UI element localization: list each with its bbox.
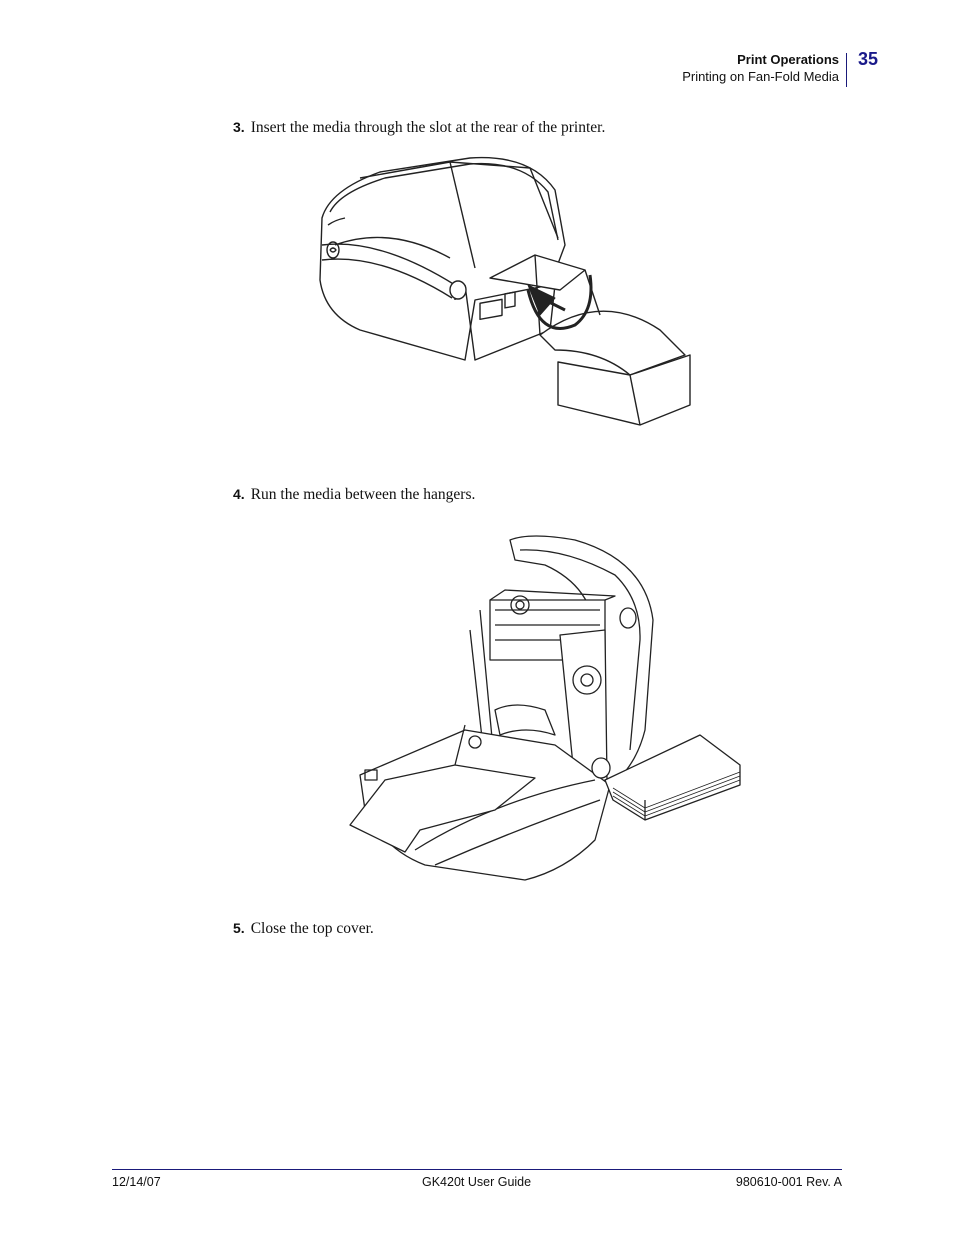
step-text: Close the top cover. (250, 920, 374, 937)
header-section-title: Print Operations (737, 52, 839, 67)
header-divider (846, 53, 847, 87)
footer-divider (112, 1169, 842, 1170)
step-number: 5. (233, 920, 245, 936)
running-header: Print Operations Printing on Fan-Fold Me… (682, 52, 839, 85)
footer-guide-title: GK420t User Guide (422, 1175, 532, 1189)
footer-document-number: 980610-001 Rev. A (735, 1175, 842, 1189)
step-3: 3. Insert the media through the slot at t… (233, 119, 605, 137)
footer-date: 12/14/07 (112, 1175, 161, 1189)
step-number: 3. (233, 119, 245, 135)
printer-media-insert-illustration (300, 150, 700, 435)
step-5: 5. Close the top cover. (233, 920, 374, 938)
step-text: Insert the media through the slot at the… (250, 119, 606, 136)
step-text: Run the media between the hangers. (250, 486, 476, 503)
step-number: 4. (233, 486, 245, 502)
page-number: 35 (858, 49, 879, 69)
header-subsection-title: Printing on Fan-Fold Media (682, 69, 839, 84)
printer-open-hangers-illustration (345, 530, 755, 895)
step-4: 4. Run the media between the hangers. (233, 486, 475, 504)
